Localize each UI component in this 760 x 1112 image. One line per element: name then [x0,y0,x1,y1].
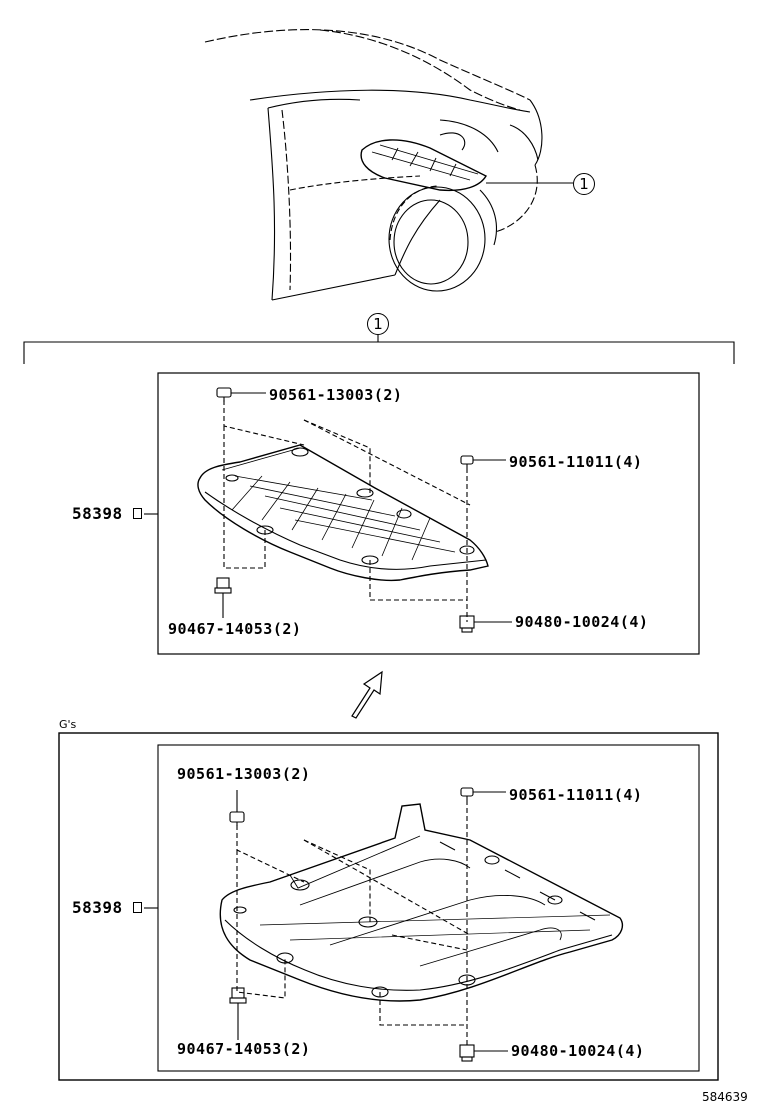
upper-screw-label: 90467-14053(2) [168,620,302,638]
upper-nut-label: 90480-10024(4) [515,613,649,631]
lower-screw-label: 90467-14053(2) [177,1040,311,1058]
upper-clip-top-label: 90561-13003(2) [269,386,403,404]
upper-main-part-number: 58398 [72,504,123,523]
upper-panel-box [144,372,700,655]
group-bracket [23,335,735,364]
car-sketch [204,29,573,301]
clip-icon [460,455,474,468]
screw-icon [214,577,232,594]
lower-clip-right-label: 90561-11011(4) [509,786,643,804]
nut-icon [459,615,475,633]
clip-icon [216,387,232,402]
figure-id: 584639 [702,1090,748,1104]
clip-icon [229,811,245,826]
clip-icon [460,787,474,800]
lower-nut-label: 90480-10024(4) [511,1042,645,1060]
callout-1-car: 1 [573,173,595,195]
upper-main-part-box-icon [133,508,142,519]
upper-clip-right-label: 90561-11011(4) [509,453,643,471]
lower-panel-box [58,732,719,1081]
direction-arrow [351,670,383,719]
lower-clip-top-label: 90561-13003(2) [177,765,311,783]
variant-label: G's [59,718,77,731]
lower-main-part-number: 58398 [72,898,123,917]
lower-main-part-box-icon [133,902,142,913]
screw-icon [229,987,247,1004]
nut-icon [459,1044,475,1062]
callout-1-group: 1 [367,313,389,335]
